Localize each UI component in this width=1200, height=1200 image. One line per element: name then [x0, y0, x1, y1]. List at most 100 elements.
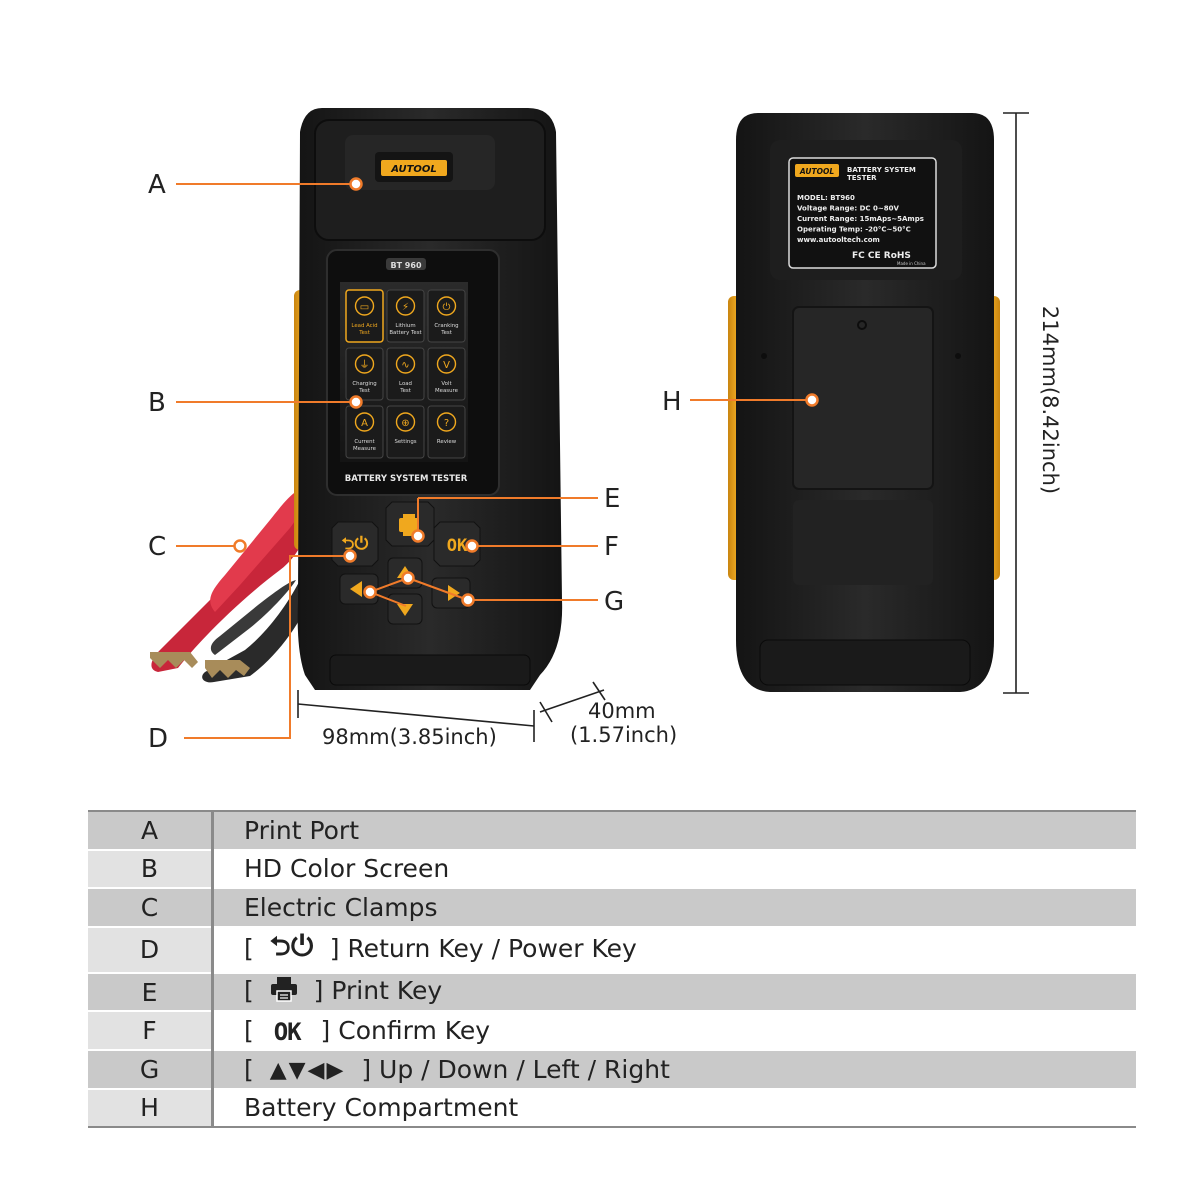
cert-marks: FC CE RoHS — [852, 251, 911, 261]
legend-key: F — [88, 1011, 214, 1051]
legend-description: [ ] Print Key — [212, 972, 1136, 1013]
depth-dimension-line2: (1.57inch) — [570, 723, 678, 747]
screen-tile-label: Current — [354, 439, 374, 445]
screen-tile-label: Settings — [394, 439, 416, 445]
panel-title: BATTERY SYSTEM TESTER — [345, 474, 468, 484]
legend-description: [ ▲▼◀▶ ] Up / Down / Left / Right — [212, 1049, 1136, 1090]
legend-key: G — [88, 1049, 214, 1090]
brand-text: AUTOOL — [390, 164, 437, 175]
legend-text: Print Key — [331, 976, 443, 1006]
screen-tile-label: Charging — [352, 381, 376, 387]
screen-tile-label: Cranking — [434, 323, 458, 329]
spec-line: Voltage Range: DC 0~80V — [797, 205, 899, 213]
callout-a: A — [148, 170, 166, 200]
globe-icon: ⊕ — [401, 418, 409, 429]
legend-text: Confirm Key — [338, 1015, 491, 1045]
callout-leaders — [176, 183, 812, 739]
callout-d: D — [148, 724, 169, 754]
plug-icon: ⏚ — [360, 359, 370, 371]
front-device: AUTOOL BT 960 ▭Lead AcidTest⚡LithiumBatt… — [294, 108, 563, 690]
return-power-icon: ⮌⏻ — [269, 931, 314, 962]
legend-row-b: B HD Color Screen — [88, 849, 1136, 890]
spec-line: Current Range: 15mAps~5Amps — [797, 215, 924, 223]
callout-dots — [233, 177, 819, 607]
screen-tile-label: Lithium — [395, 323, 415, 329]
callout-f: F — [604, 532, 619, 562]
question-icon: ? — [444, 418, 449, 429]
legend-text: Print Port — [244, 815, 360, 845]
arrow-keys-icon: ▲▼◀▶ — [269, 1058, 346, 1084]
legend-description: HD Color Screen — [212, 849, 1136, 890]
legend-text: HD Color Screen — [244, 854, 450, 884]
legend-text: Return Key / Power Key — [347, 933, 637, 963]
screen-tile-label: Volt — [441, 381, 451, 387]
screen-tile-label: Test — [358, 330, 370, 336]
screen-tile-8[interactable]: ⊕ Settings — [386, 405, 425, 459]
legend-description: Battery Compartment — [212, 1088, 1136, 1128]
legend-key: E — [88, 972, 214, 1013]
legend-description: Print Port — [212, 811, 1136, 851]
legend-text: Battery Compartment — [244, 1093, 519, 1123]
screen-tile-label: Measure — [353, 446, 377, 452]
screen-tile-label: Test — [358, 388, 370, 394]
lithium-icon: ⚡ — [402, 302, 409, 313]
power-icon: ⏻ — [443, 302, 451, 313]
screen-tile-label: Lead Acid — [351, 323, 377, 329]
ok-key-label: OK — [447, 536, 468, 556]
legend-key: C — [88, 888, 214, 928]
legend-key: A — [88, 811, 214, 851]
battery-compartment — [792, 306, 934, 490]
pulse-icon: ∿ — [401, 360, 409, 371]
brand-badge — [381, 160, 447, 176]
svg-text:⮌⏻: ⮌⏻ — [341, 534, 368, 553]
dimension-lines — [297, 112, 1029, 742]
legend-row-g: G[ ▲▼◀▶ ] Up / Down / Left / Right — [88, 1049, 1136, 1090]
width-dimension: 98mm(3.85inch) — [322, 725, 497, 749]
ok-key-glyph: OK — [273, 1017, 302, 1046]
screen-tile-label: Test — [399, 388, 411, 394]
legend-key: B — [88, 849, 214, 890]
callout-c: C — [148, 532, 167, 562]
battery-icon: ▭ — [360, 302, 369, 313]
legend-description: Electric Clamps — [212, 888, 1136, 928]
back-brand: AUTOOL — [799, 167, 834, 176]
screen-tile-label: Test — [440, 330, 452, 336]
volt-icon: V — [443, 360, 450, 371]
made-in: Made in China — [897, 261, 926, 266]
legend-row-d: D[ ⮌⏻ ] Return Key / Power Key — [88, 926, 1136, 974]
screen-tile-label: Measure — [435, 388, 459, 394]
height-dimension: 214mm(8.42inch) — [1038, 305, 1062, 495]
legend-text: Electric Clamps — [244, 892, 438, 922]
device-illustration: AUTOOL BT 960 ▭Lead AcidTest⚡LithiumBatt… — [150, 108, 1029, 742]
screen-tile-9[interactable]: ? Review — [427, 405, 466, 459]
printer-icon — [270, 976, 298, 1008]
screen-tile-label: Battery Test — [389, 330, 421, 336]
legend-description: [ OK ] Confirm Key — [212, 1011, 1136, 1051]
model-badge: BT 960 — [390, 261, 421, 270]
callout-h: H — [662, 387, 682, 417]
legend-row-e: E[ ] Print Key — [88, 972, 1136, 1013]
legend-row-a: A Print Port — [88, 811, 1136, 851]
ok-key[interactable] — [433, 521, 481, 567]
callout-g: G — [604, 587, 625, 617]
spec-line: MODEL: BT960 — [797, 194, 855, 202]
black-clamp — [202, 580, 305, 683]
callout-e: E — [604, 484, 621, 514]
screen-tile-label: Review — [437, 439, 457, 445]
legend-row-f: F[ OK ] Confirm Key — [88, 1011, 1136, 1051]
ampere-icon: A — [361, 418, 368, 429]
